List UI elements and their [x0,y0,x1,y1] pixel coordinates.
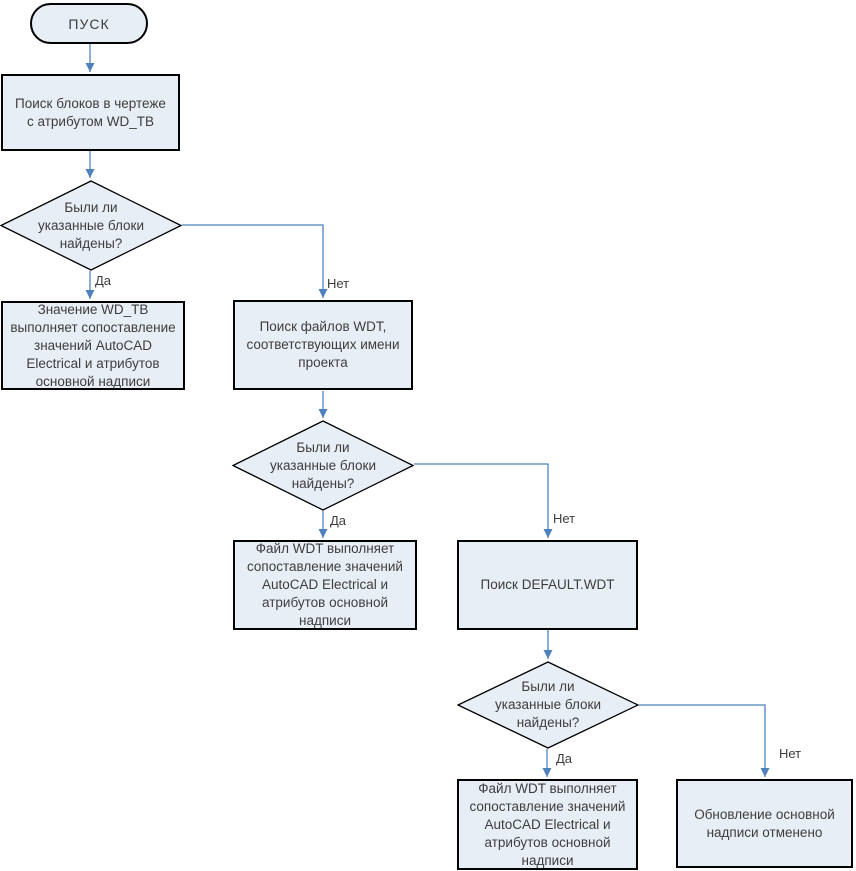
decision-blocks-found-1: Были ли указанные блоки найдены? [0,180,182,271]
process-search-wdt-files: Поиск файлов WDT, соответствующих имени … [233,300,413,390]
edge-label-no-3: Нет [779,746,802,761]
node-label-start: ПУСК [68,15,110,32]
node-label-decision3: Были ли указанные блоки найдены? [495,679,601,730]
process-wdt-file-mapping: Файл WDT выполняет сопоставление значени… [233,540,417,630]
process-search-blocks: Поиск блоков в чертеже с атрибутом WD_TB [1,74,180,151]
process-wd-tb-mapping: Значение WD_TB выполняет сопоставление з… [1,301,185,390]
process-search-default-wdt: Поиск DEFAULT.WDT [457,540,638,630]
start-terminator: ПУСК [30,3,148,44]
diamond-shape [232,420,414,511]
diamond-shape [0,180,182,271]
node-label-update-cancelled: Обновление основной надписи отменено [694,806,835,840]
node-label-search-default-wdt: Поиск DEFAULT.WDT [480,577,615,592]
edge-decision1-no [182,224,328,298]
node-label-search-blocks: Поиск блоков в чертеже с атрибутом WD_TB [15,95,166,129]
node-label-decision1: Были ли указанные блоки найдены? [38,199,144,251]
edge-label-yes-2: Да [330,513,347,528]
edge-label-no-1: Нет [327,276,350,291]
node-label-decision2: Были ли указанные блоки найдены? [270,439,376,491]
process-update-cancelled: Обновление основной надписи отменено [676,779,853,868]
node-label-wdt-file-mapping: Файл WDT выполняет сопоставление значени… [247,541,403,628]
decision-blocks-found-3: Были ли указанные блоки найдены? [457,661,639,749]
edge-label-no-2: Нет [553,511,576,526]
node-label-wd-tb-mapping: Значение WD_TB выполняет сопоставление з… [10,301,176,389]
decision-blocks-found-2: Были ли указанные блоки найдены? [232,420,414,511]
node-label-wdt-file-mapping-2: Файл WDT выполняет сопоставление значени… [469,780,626,868]
diamond-shape [457,661,639,749]
edge-label-yes-1: Да [95,273,112,288]
process-wdt-file-mapping-2: Файл WDT выполняет сопоставление значени… [457,779,638,870]
edge-decision3-no [639,704,770,777]
node-label-search-wdt-files: Поиск файлов WDT, соответствующих имени … [246,319,400,370]
edge-label-yes-3: Да [556,751,573,766]
edge-decision2-no [414,463,553,538]
